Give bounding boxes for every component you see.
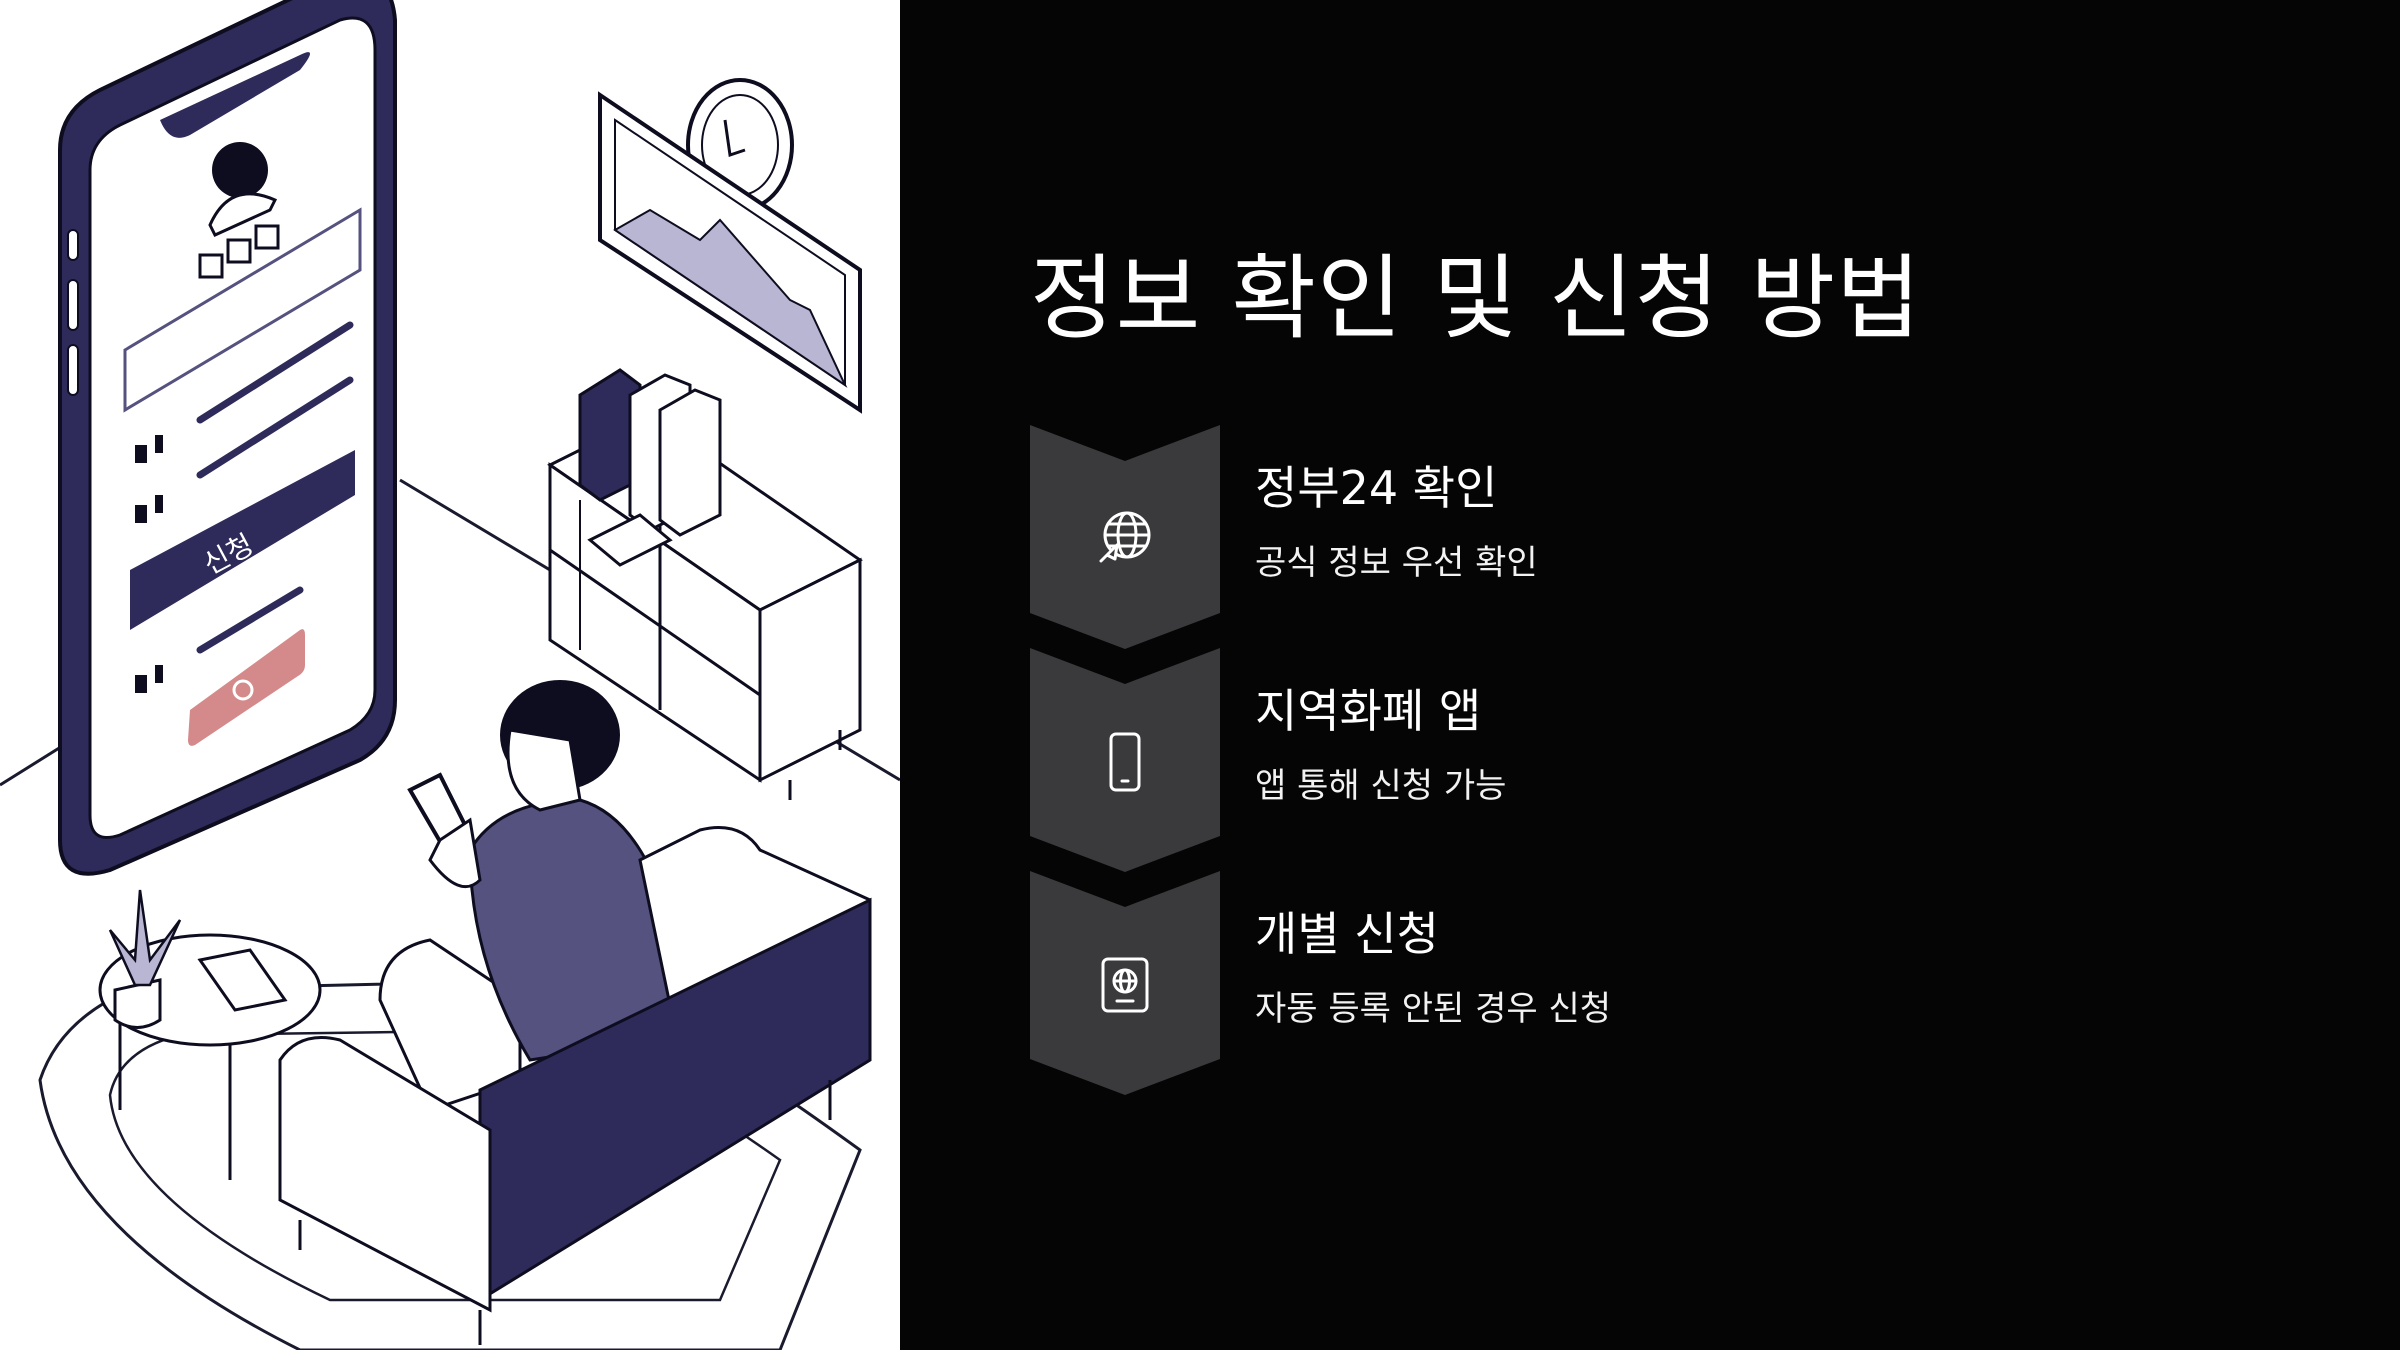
content-panel: 정보 확인 및 신청 방법 정부24 확인 공식 정보 우선 확인 지역화폐 앱 [900,0,2400,1350]
globe-cursor-icon [1093,507,1157,571]
chevron-shape [1030,425,1220,650]
step-item-1: 정부24 확인 공식 정보 우선 확인 [1030,425,2230,650]
passport-icon [1093,953,1157,1017]
step-title: 개별 신청 [1255,907,1439,961]
chevron-shape [1030,871,1220,1096]
person-using-phone-illustration: 신청 [0,0,900,1350]
step-title: 정부24 확인 [1255,461,1498,515]
page-title: 정보 확인 및 신청 방법 [1030,245,1922,352]
step-description: 공식 정보 우선 확인 [1255,543,1538,583]
bookshelf-graphic [547,368,863,800]
illustration-panel: 신청 [0,0,900,1350]
big-phone-graphic: 신청 [58,0,397,876]
step-item-2: 지역화폐 앱 앱 통해 신청 가능 [1030,648,2230,873]
chevron-shape [1030,648,1220,873]
step-title: 지역화폐 앱 [1255,684,1482,738]
smartphone-icon [1093,730,1157,794]
person-graphic [378,680,682,1112]
step-description: 앱 통해 신청 가능 [1255,766,1507,806]
step-item-3: 개별 신청 자동 등록 안된 경우 신청 [1030,871,2230,1096]
sofa-graphic [278,826,872,1345]
step-description: 자동 등록 안된 경우 신청 [1255,989,1612,1029]
wall-picture-graphic [598,91,862,414]
side-table-graphic [98,889,322,1180]
